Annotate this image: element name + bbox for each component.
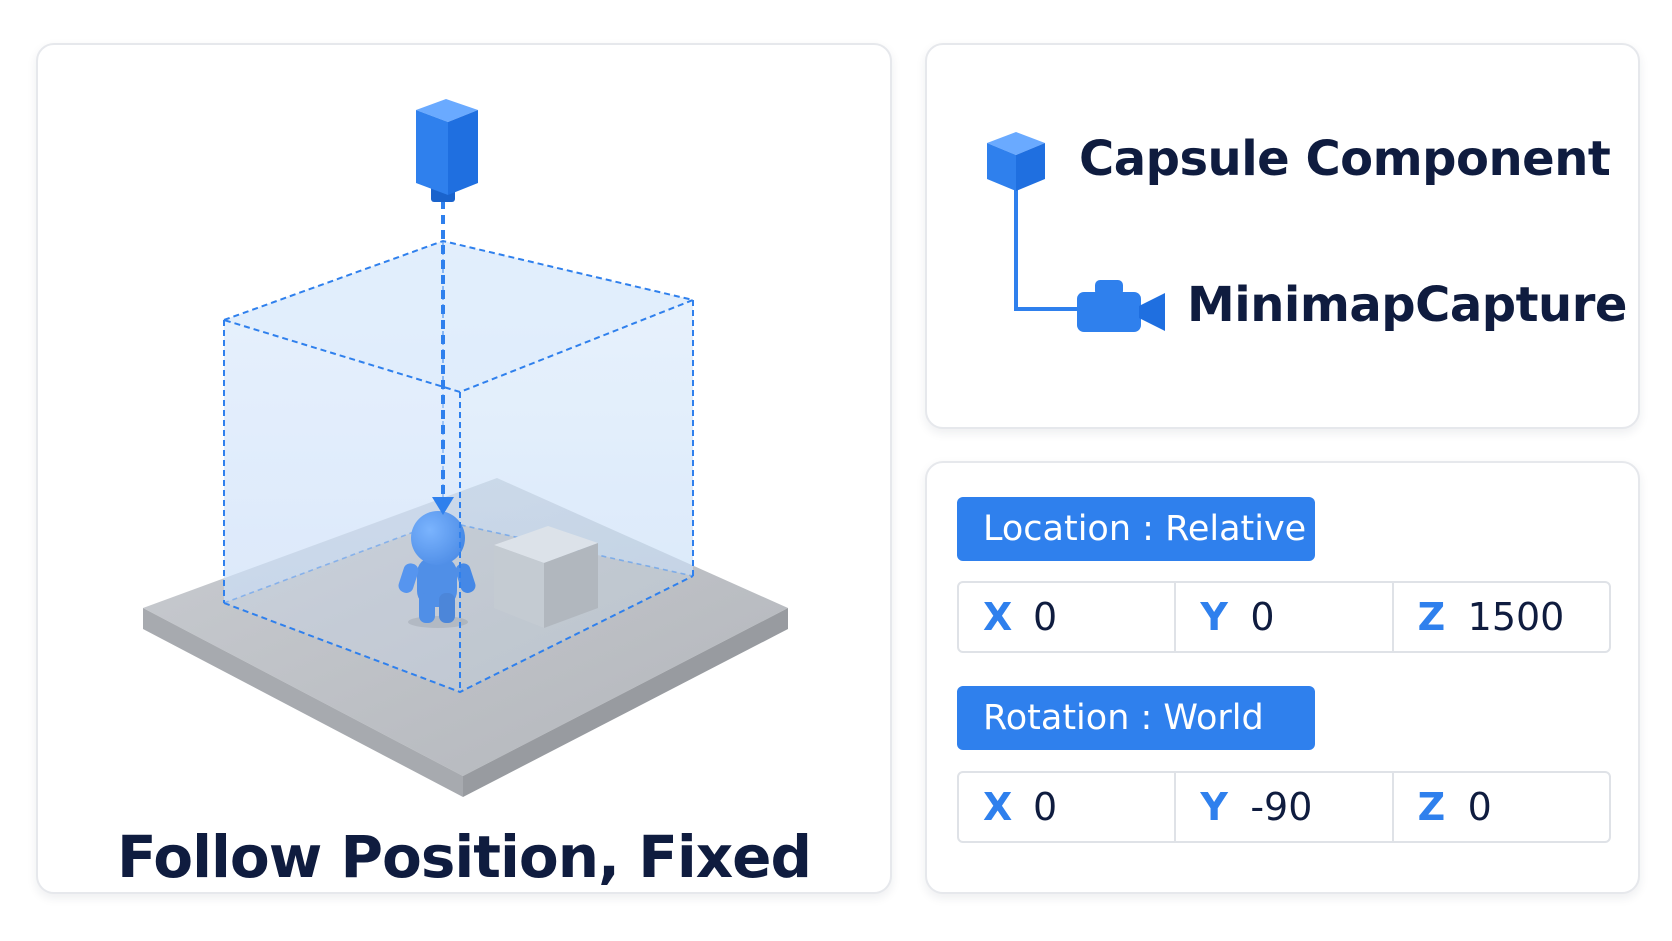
location-z-value[interactable]: 1500: [1467, 595, 1565, 639]
location-x-value[interactable]: 0: [1033, 595, 1058, 639]
axis-label: Z: [1417, 785, 1446, 829]
hierarchy-parent-label[interactable]: Capsule Component: [1079, 131, 1611, 187]
transform-panel: Location : Relative X 0 Y 0 Z 1500 Rotat…: [925, 461, 1640, 894]
capture-camera-icon: [416, 99, 478, 202]
rotation-vector-row: X 0 Y -90 Z 0: [957, 771, 1611, 843]
axis-label: Y: [1200, 595, 1228, 639]
scene-panel: Follow Position, Fixed Rotation: [36, 43, 892, 894]
location-y-value[interactable]: 0: [1250, 595, 1275, 639]
location-z-field[interactable]: Z 1500: [1394, 583, 1609, 651]
capture-volume: [223, 241, 694, 604]
axis-label: Z: [1417, 595, 1446, 639]
axis-label: Y: [1200, 785, 1228, 829]
component-hierarchy-panel: Capsule Component MinimapCapture: [925, 43, 1640, 429]
camera-icon: [1077, 280, 1165, 332]
location-mode-tag[interactable]: Location : Relative: [957, 497, 1315, 561]
rotation-y-field[interactable]: Y -90: [1176, 773, 1394, 841]
projection-arrow: [432, 200, 454, 515]
hierarchy-child-label[interactable]: MinimapCapture: [1187, 277, 1627, 333]
axis-label: X: [983, 595, 1013, 639]
location-y-field[interactable]: Y 0: [1176, 583, 1394, 651]
hierarchy-connector: [987, 132, 1165, 332]
location-vector-row: X 0 Y 0 Z 1500: [957, 581, 1611, 653]
scene-illustration: [143, 99, 788, 797]
rotation-z-value[interactable]: 0: [1467, 785, 1492, 829]
scene-caption: Follow Position, Fixed Rotation: [117, 823, 812, 892]
axis-label: X: [983, 785, 1013, 829]
rotation-y-value[interactable]: -90: [1250, 785, 1313, 829]
gray-box: [494, 526, 598, 628]
rotation-mode-tag[interactable]: Rotation : World: [957, 686, 1315, 750]
cube-icon: [987, 132, 1045, 191]
rotation-z-field[interactable]: Z 0: [1394, 773, 1609, 841]
capture-volume-front: [223, 239, 697, 694]
rotation-x-value[interactable]: 0: [1033, 785, 1058, 829]
rotation-x-field[interactable]: X 0: [959, 773, 1177, 841]
character-figure: [398, 511, 476, 628]
location-x-field[interactable]: X 0: [959, 583, 1177, 651]
